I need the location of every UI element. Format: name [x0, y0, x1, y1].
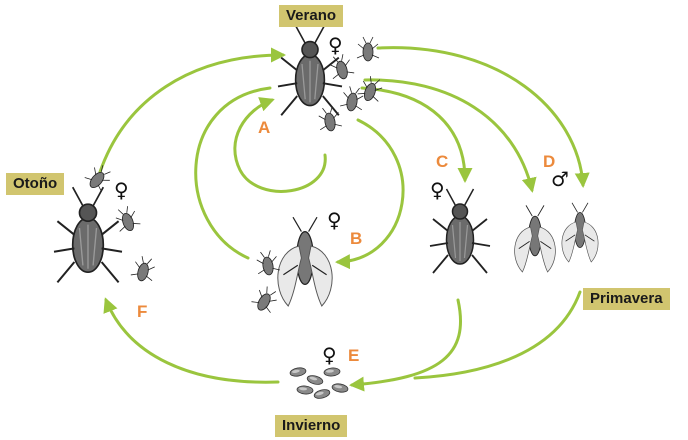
female-symbol-e: ♀: [322, 345, 337, 365]
winged-female-b-group: [250, 217, 332, 315]
female-symbol-b: ♀: [327, 210, 342, 230]
arrow-autumn-to-summer: [100, 55, 283, 172]
male-symbol-d: ♂: [551, 169, 569, 189]
arrow-c-to-winter: [352, 300, 461, 385]
stage-label-c: C: [436, 153, 448, 170]
stage-label-e: E: [348, 347, 359, 364]
arrow-winter-to-autumn: [106, 300, 278, 382]
arrow-summer-to-d1: [365, 80, 532, 190]
season-label-summer: Verano: [279, 5, 343, 27]
season-label-winter: Invierno: [275, 415, 347, 437]
season-label-spring: Primavera: [583, 288, 670, 310]
arrow-cycle-b-outer: [196, 88, 270, 258]
arrow-spring-to-winter: [415, 292, 580, 378]
stage-label-a: A: [258, 119, 270, 136]
winged-pair-d: [515, 203, 599, 272]
arrow-cycle-a: [235, 100, 325, 191]
female-symbol-autumn: ♀: [114, 180, 129, 200]
stage-label-b: B: [350, 230, 362, 247]
eggs-e: [289, 367, 348, 400]
arrow-summer-to-b: [338, 120, 403, 262]
female-symbol-summer: ♀: [328, 35, 343, 55]
stage-label-f: F: [137, 303, 147, 320]
autumn-aphid-group: [54, 161, 158, 283]
female-symbol-c: ♀: [430, 180, 445, 200]
season-label-autumn: Otoño: [6, 173, 64, 195]
